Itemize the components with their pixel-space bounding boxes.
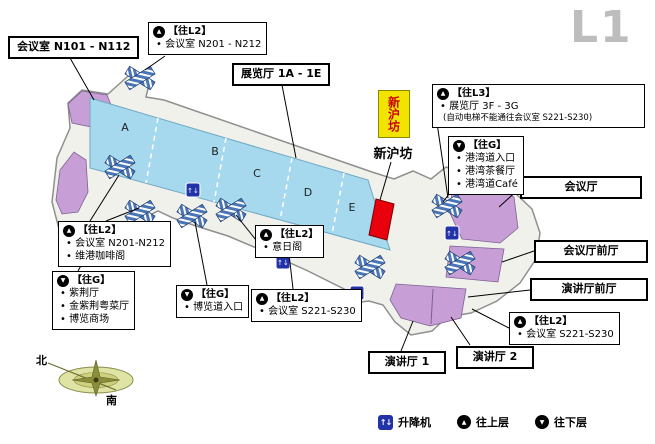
elevator-icon — [185, 182, 201, 198]
hall-section-label: E — [349, 201, 356, 214]
callout-item: 港湾道入口 — [453, 152, 518, 165]
callout-l2-s221-bottom: 【往L2】 会议室 S221-S230 — [251, 289, 362, 322]
landmark-label: 新沪坊 — [373, 147, 413, 162]
callout-item: 意日阁 — [260, 241, 318, 254]
callout-tag: 【往L3】 — [452, 88, 496, 99]
hall-section-label: A — [121, 121, 129, 134]
callout-note: (自动电梯不能通往会议室 S221-S230) — [443, 113, 593, 123]
callout-tag-row: 【往L2】 — [260, 228, 318, 241]
callout-tag-row: 【往L2】 — [514, 315, 614, 328]
compass-south-label: 南 — [106, 394, 117, 407]
callout-item: 维港咖啡阁 — [63, 250, 165, 263]
callout-item: 会议室 S221-S230 — [514, 328, 614, 341]
up-arrow-icon — [457, 415, 471, 429]
callout-tag-row: 【往L3】 — [437, 87, 639, 100]
callout-item: 会议室 N201-N212 — [63, 237, 165, 250]
callout-g-bauhinia: 【往G】 紫荆厅 金紫荆粤菜厅 博览商场 — [52, 271, 136, 330]
callout-l2-n201-left: 【往L2】 会议室 N201-N212 维港咖啡阁 — [58, 221, 171, 267]
callout-l2-s221-right: 【往L2】 会议室 S221-S230 — [509, 312, 620, 345]
label-theatre-foyer: 演讲厅前厅 — [530, 278, 648, 301]
label-convention-foyer: 会议厅前厅 — [534, 240, 648, 263]
down-arrow-icon — [181, 288, 193, 301]
up-arrow-icon — [437, 87, 449, 100]
down-arrow-icon — [535, 415, 549, 429]
up-arrow-icon — [63, 224, 75, 237]
down-arrow-icon — [453, 139, 465, 152]
callout-tag-row: 【往G】 — [181, 288, 243, 301]
theatre-zone — [389, 283, 467, 327]
up-arrow-icon — [514, 315, 526, 328]
callout-tag: 【往G】 — [72, 275, 111, 286]
label-convention-hall: 会议厅 — [520, 176, 642, 199]
hall-section-labels: A B C D E — [121, 121, 355, 214]
legend-down: 往下层 — [535, 414, 587, 430]
down-arrow-icon — [57, 274, 69, 287]
callout-tag-row: 【往G】 — [453, 139, 518, 152]
compass-north-label: 北 — [36, 354, 47, 367]
callout-l2-pavilion: 【往L2】 意日阁 — [255, 225, 325, 258]
callout-tag: 【往L2】 — [271, 293, 315, 304]
level-indicator: L1 — [570, 2, 633, 53]
up-arrow-icon — [153, 25, 165, 38]
label-exhibition-hall: 展览厅 1A - 1E — [232, 63, 331, 86]
label-theatre-1: 演讲厅 1 — [368, 351, 446, 374]
callout-item: 博览商场 — [57, 313, 129, 326]
legend-label: 升降机 — [398, 416, 431, 429]
compass-rose — [47, 359, 134, 398]
callout-tag: 【往L2】 — [275, 229, 319, 240]
hall-divider-lines — [145, 117, 345, 235]
landmark-logo: 新沪坊 — [378, 90, 410, 138]
elevator-legend-icon: ↑↓ — [378, 414, 393, 430]
callout-g-harbour: 【往G】 港湾道入口 港湾茶餐厅 港湾道Café — [448, 136, 524, 195]
callout-tag: 【往G】 — [196, 289, 235, 300]
callout-tag-row: 【往G】 — [57, 274, 129, 287]
theatre-divider — [430, 288, 434, 325]
callout-item: 会议室 N201 - N212 — [153, 38, 261, 51]
hall-section-label: C — [253, 167, 261, 180]
callout-tag-row: 【往L2】 — [63, 224, 165, 237]
callout-item: 会议室 S221-S230 — [256, 305, 356, 318]
callout-tag: 【往L2】 — [78, 225, 122, 236]
callout-item: 港湾茶餐厅 — [453, 165, 518, 178]
callout-l2-n201-top: 【往L2】 会议室 N201 - N212 — [148, 22, 268, 55]
up-arrow-icon — [260, 228, 272, 241]
callout-item: 港湾道Café — [453, 178, 518, 191]
callout-l3-halls: 【往L3】 展览厅 3F - 3G (自动电梯不能通往会议室 S221-S230… — [432, 84, 645, 129]
callout-tag: 【往L2】 — [168, 26, 212, 37]
callout-item: 展览厅 3F - 3G — [437, 100, 639, 113]
meeting-zone-left-lower — [55, 151, 89, 215]
legend-label: 往上层 — [476, 416, 509, 429]
legend-elevator: ↑↓ 升降机 — [378, 414, 431, 430]
callout-item: 紫荆厅 — [57, 287, 129, 300]
hall-section-label: B — [211, 145, 219, 158]
label-theatre-2: 演讲厅 2 — [456, 346, 534, 369]
hall-section-label: D — [304, 186, 312, 199]
callout-item: 博览道入口 — [181, 301, 243, 314]
callout-tag: 【往L2】 — [529, 316, 573, 327]
up-arrow-icon — [256, 292, 268, 305]
exhibition-hall-area — [89, 97, 391, 251]
elevator-icon — [444, 225, 460, 241]
callout-item: 金紫荆粤菜厅 — [57, 300, 129, 313]
leader-lines — [69, 55, 535, 352]
label-meeting-rooms-n101: 会议室 N101 - N112 — [8, 36, 140, 59]
callout-g-expo-drive: 【往G】 博览道入口 — [176, 285, 250, 318]
landmark-marker — [368, 198, 395, 241]
callout-tag: 【往G】 — [468, 140, 507, 151]
map-legend: ↑↓ 升降机 往上层 往下层 — [378, 414, 587, 430]
callout-tag-row: 【往L2】 — [256, 292, 356, 305]
legend-up: 往上层 — [457, 414, 509, 430]
callout-tag-row: 【往L2】 — [153, 25, 261, 38]
legend-label: 往下层 — [554, 416, 587, 429]
